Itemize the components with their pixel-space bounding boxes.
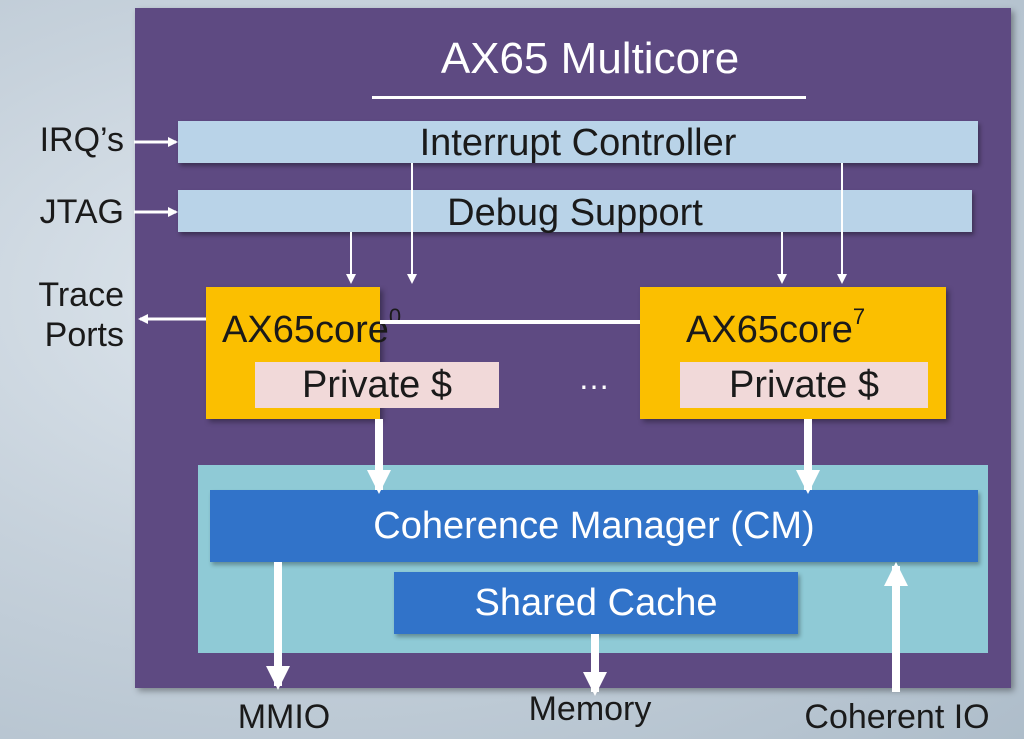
mmio-label: MMIO	[237, 698, 331, 736]
coherent-io-label: Coherent IO	[804, 698, 990, 736]
core-7-private-cache: Private $	[680, 362, 928, 408]
memory-label: Memory	[528, 690, 652, 728]
shared-cache-block: Shared Cache	[394, 572, 798, 634]
core-0-private-cache: Private $	[255, 362, 499, 408]
core-7-label: AX65core7	[686, 304, 866, 351]
jtag-label: JTAG	[39, 193, 124, 231]
trace-ports-label: Trace Ports	[0, 275, 124, 355]
title-underline	[372, 96, 806, 99]
debug-support-block: Debug Support	[178, 190, 972, 234]
irq-label: IRQ’s	[39, 121, 124, 159]
diagram-title: AX65 Multicore	[440, 34, 740, 83]
interrupt-controller-block: Interrupt Controller	[178, 121, 978, 164]
trace-ports-label-line1: Trace	[38, 276, 124, 314]
coherence-manager-block: Coherence Manager (CM)	[210, 490, 978, 562]
trace-ports-label-line2: Ports	[44, 316, 124, 354]
cores-ellipsis: …	[578, 360, 610, 396]
